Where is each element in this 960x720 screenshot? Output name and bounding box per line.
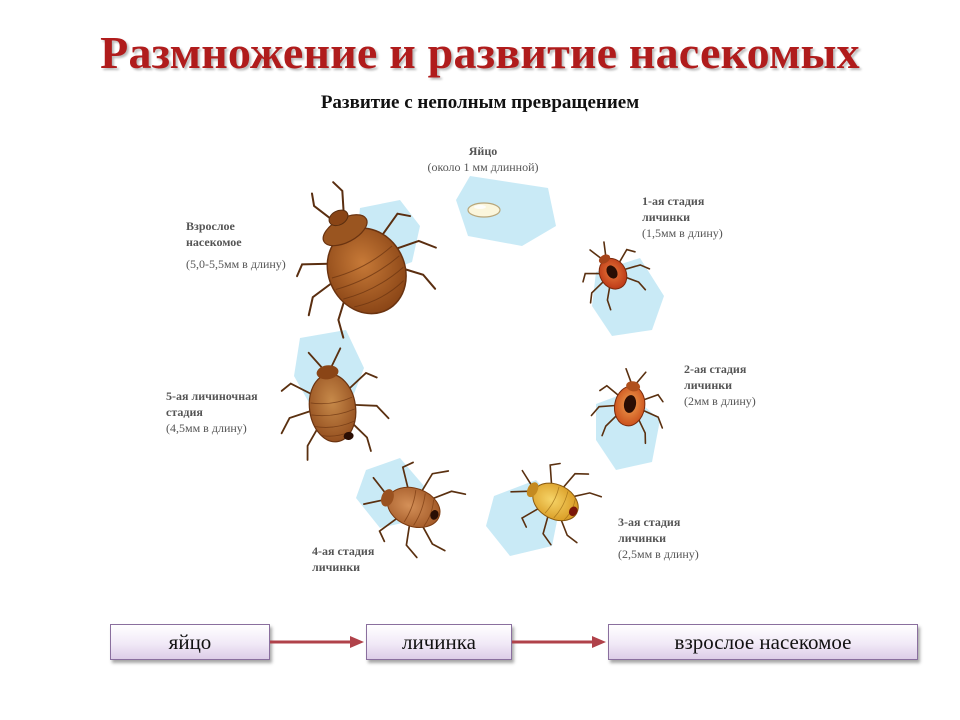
instar5-icon [280,347,390,461]
instar1-icon [582,241,651,311]
flow-arrow-2 [512,636,606,648]
flow-egg-text: яйцо [168,629,212,654]
egg-label: Яйцо (около 1 мм длинной) [427,144,539,174]
instar3-label: 3-ая стадия личинки (2,5мм в длину) [618,515,699,561]
page-subtitle: Развитие с неполным превращением [320,92,640,113]
instar3-icon [510,462,603,546]
page-title: Размножение и развитие насекомых [100,27,860,78]
adult-label: Взрослое насекомое (5,0-5,5мм в длину) [186,219,286,271]
flow-egg-box: яйцо [110,624,270,660]
egg-icon [467,202,501,218]
flow-larva-box: личинка [366,624,512,660]
flow-arrow-1 [270,636,364,648]
instar1-label: 1-ая стадия личинки (1,5мм в длину) [642,194,723,240]
egg-hexagon [456,176,556,246]
instar5-label: 5-ая личиночная стадия (4,5мм в длину) [166,389,258,435]
instar4-icon [363,461,467,559]
adult-insect-icon [296,181,437,339]
flow-adult-text: взрослое насекомое [674,629,852,654]
flow-adult-box: взрослое насекомое [608,624,918,660]
flow-larva-text: личинка [402,629,476,654]
instar4-label: 4-ая стадия личинки [312,544,375,574]
instar2-label: 2-ая стадия личинки (2мм в длину) [684,362,756,408]
instar2-icon [590,367,664,445]
